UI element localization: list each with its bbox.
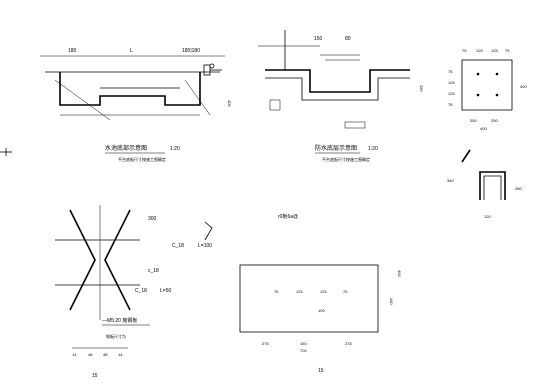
- panel-e-label-top: 300: [148, 216, 157, 222]
- panel-c-dims-left-1: 75: [448, 69, 453, 74]
- panel-f-dim-bottom-3: 275: [345, 341, 352, 346]
- panel-e-dim-d: 14: [118, 352, 123, 357]
- panel-a-dim-mid: L: [130, 48, 133, 54]
- panel-c-dim-top-3: 125: [491, 48, 498, 53]
- panel-c-dim-bottom-1: 250: [470, 118, 477, 123]
- panel-d-value-bottom: 120: [484, 214, 491, 219]
- panel-e-label-mid: C_18: [172, 243, 184, 249]
- panel-c-dim-top-1: 75: [462, 48, 467, 53]
- panel-f-dim-inner-2: 125: [296, 289, 303, 294]
- panel-a-note: 平台底板尺寸按施工图确定: [118, 156, 166, 162]
- panel-c-dim-bottom-2: 250: [491, 118, 498, 123]
- panel-e-label-mid2: L=100: [198, 243, 212, 249]
- panel-f-slab-plan: r0板6a@ 75 125 125 75 100 400 440 275 150…: [239, 213, 402, 374]
- panel-e-footer: 15: [92, 373, 98, 379]
- panel-c-dim-top-4: 75: [505, 48, 510, 53]
- panel-b-caption-scale: 1:20: [368, 146, 378, 152]
- panel-f-dim-total: 700: [300, 348, 307, 353]
- panel-c-embedded-plate: 75 125 125 75 75 125 125 75 400 250 250 …: [448, 48, 527, 131]
- panel-c-dims-left-2: 125: [448, 80, 455, 85]
- panel-c-dim-total: 400: [480, 126, 487, 131]
- panel-f-side-b: 440: [389, 298, 394, 305]
- panel-f-side-a: 400: [397, 270, 402, 277]
- panel-d-value-right: 280: [515, 186, 522, 191]
- panel-f-inner-label: 100: [318, 308, 325, 313]
- panel-e-dim-b: 48: [88, 352, 93, 357]
- panel-e-dim-c: 48: [103, 352, 108, 357]
- panel-f-dim-bottom-1: 275: [262, 341, 269, 346]
- panel-f-title: r0板6a@: [278, 213, 298, 220]
- panel-e-dim-a: 14: [72, 352, 77, 357]
- panel-f-dim-bottom-2: 150: [300, 341, 307, 346]
- panel-a-dim-right: 180|180: [182, 48, 200, 54]
- panel-c-dim-top-2: 125: [476, 48, 483, 53]
- panel-a-caption-scale: 1:20: [170, 146, 180, 152]
- panel-b-note: 平台底板尺寸按施工图确定: [322, 156, 370, 162]
- panel-d-value-left: 340: [447, 178, 454, 183]
- panel-b-caption: 防水底层示意图: [315, 144, 357, 152]
- panel-a-side-value: 400: [227, 100, 232, 107]
- panel-b-dim-top2: 80: [345, 36, 351, 42]
- panel-a-caption: 水池底部示意图: [105, 144, 147, 152]
- panel-a-pool-bottom: 180 L 180|180 400 水池底部示意图 1:20 平台底板尺寸按施工…: [40, 48, 232, 162]
- panel-f-dim-inner-3: 125: [320, 289, 327, 294]
- panel-b-side-value: 150: [419, 85, 424, 92]
- panel-f-dim-inner-4: 75: [343, 289, 348, 294]
- panel-f-footer: 15: [318, 368, 324, 374]
- panel-e-label-bottom2: L=50: [160, 288, 171, 294]
- panel-a-dim-left: 180: [68, 48, 77, 54]
- panel-d-bent-bar: 340 280 120: [447, 149, 522, 219]
- panel-c-dims-left-3: 125: [448, 91, 455, 96]
- panel-e-label-bottom: C_18: [135, 288, 147, 294]
- panel-b-dim-top: 150: [314, 36, 323, 42]
- panel-c-dims-right: 400: [520, 84, 527, 89]
- panel-e-sub: 钢板尺寸为: [106, 333, 126, 339]
- panel-c-dims-left-4: 75: [448, 102, 453, 107]
- panel-e-label-side: c_18: [148, 268, 159, 274]
- panel-f-dim-inner-1: 75: [274, 289, 279, 294]
- panel-e-steel-plate: 300 C_18 L=100 c_18 C_18 L=50 —M5:20 施钢板…: [55, 205, 213, 379]
- panel-b-waterproof: 150 80 150 防水底层示意图 1:20 平台底板尺寸按施工图确定: [258, 30, 424, 162]
- panel-e-caption: —M5:20 施钢板: [102, 317, 137, 324]
